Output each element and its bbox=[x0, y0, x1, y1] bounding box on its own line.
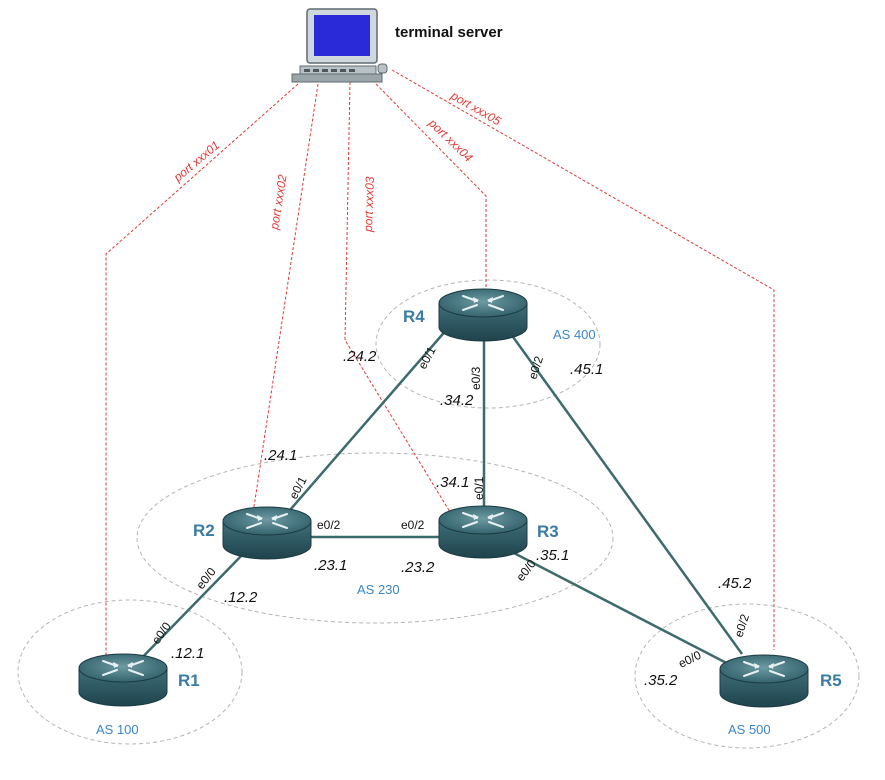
as-label-230: AS 230 bbox=[357, 582, 400, 597]
link-r4-r5 bbox=[506, 329, 744, 655]
router-r2-icon bbox=[222, 506, 312, 560]
router-r5-icon bbox=[719, 654, 809, 708]
port-label-2: port xxx02 bbox=[267, 173, 290, 231]
router-r1-name: R1 bbox=[178, 671, 200, 690]
ip-r3-35: .35.1 bbox=[536, 547, 569, 564]
iface-r1-e00: e0/0 bbox=[149, 619, 174, 646]
ip-r2-23: .23.1 bbox=[314, 557, 347, 574]
iface-r2-e00: e0/0 bbox=[193, 565, 219, 592]
console-line-r2 bbox=[251, 83, 319, 521]
router-r4-name: R4 bbox=[403, 307, 425, 326]
port-label-5: port xxx05 bbox=[448, 88, 504, 128]
console-line-r5 bbox=[391, 69, 775, 650]
router-r1-icon bbox=[78, 653, 168, 707]
ip-r2-24: .24.1 bbox=[264, 447, 297, 464]
terminal-server-label: terminal server bbox=[395, 24, 503, 41]
link-r2-r4 bbox=[289, 327, 449, 511]
as-area-500 bbox=[634, 603, 860, 749]
ip-r4-45: .45.1 bbox=[570, 361, 603, 378]
router-r4-icon bbox=[438, 288, 528, 342]
iface-r4-e01: e0/1 bbox=[415, 344, 438, 371]
ip-r2-12: .12.2 bbox=[224, 589, 258, 606]
as-area-230 bbox=[136, 452, 614, 624]
iface-r4-e03: e0/3 bbox=[469, 366, 483, 390]
as-area-400 bbox=[375, 279, 601, 409]
console-line-r4 bbox=[375, 83, 487, 288]
ip-r3-23: .23.2 bbox=[401, 559, 435, 576]
ip-r3-34: .34.1 bbox=[436, 474, 469, 491]
ip-r4-24: .24.2 bbox=[343, 348, 377, 365]
ip-r1-12: .12.1 bbox=[171, 645, 204, 662]
ip-r4-34: .34.2 bbox=[440, 392, 474, 409]
link-r1-r2 bbox=[129, 551, 246, 671]
as-label-100: AS 100 bbox=[96, 722, 139, 737]
iface-r2-e02: e0/2 bbox=[317, 518, 341, 532]
iface-r4-e02: e0/2 bbox=[526, 354, 547, 381]
iface-r5-e00: e0/0 bbox=[676, 648, 703, 671]
as-area-100 bbox=[17, 599, 243, 745]
terminal-server-icon bbox=[291, 8, 388, 83]
iface-r3-e02: e0/2 bbox=[401, 518, 425, 532]
as-label-500: AS 500 bbox=[728, 722, 771, 737]
router-r5-name: R5 bbox=[820, 671, 842, 690]
iface-r2-e01: e0/1 bbox=[286, 474, 309, 501]
as-label-400: AS 400 bbox=[553, 327, 596, 342]
port-label-4: port xxx04 bbox=[425, 115, 476, 164]
router-r3-name: R3 bbox=[537, 522, 559, 541]
console-line-r3 bbox=[344, 81, 451, 513]
router-r3-icon bbox=[438, 505, 528, 559]
router-r2-name: R2 bbox=[193, 521, 215, 540]
ip-r5-45: .45.2 bbox=[718, 575, 752, 592]
console-line-r1 bbox=[105, 83, 299, 655]
port-label-3: port xxx03 bbox=[361, 176, 377, 233]
link-r3-r5 bbox=[507, 548, 741, 672]
iface-r3-e01: e0/1 bbox=[472, 476, 486, 500]
port-label-1: port xxx01 bbox=[170, 138, 222, 185]
ip-r5-35: .35.2 bbox=[644, 672, 678, 689]
iface-r5-e02: e0/2 bbox=[732, 612, 753, 639]
